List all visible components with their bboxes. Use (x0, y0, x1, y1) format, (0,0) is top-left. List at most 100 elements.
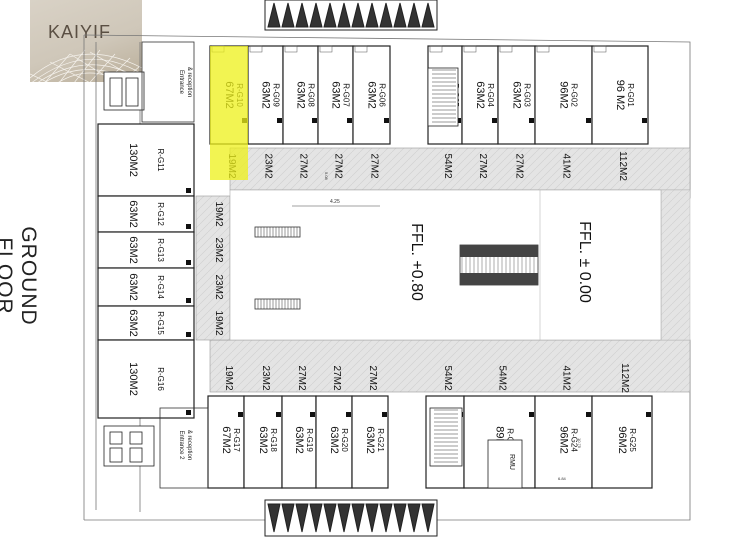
stair-tread (393, 2, 407, 28)
left-terrace-band (195, 195, 231, 341)
unit-code: R-G13 (156, 238, 165, 262)
unit-terrace-area: 54M2 (442, 365, 453, 390)
unit-code: R-G25 (628, 428, 637, 452)
stair-tread (407, 503, 421, 533)
bottom-terrace-band (209, 339, 691, 393)
unit-r-g15: R-G15 63M2 19M2 (97, 305, 224, 341)
unit-terrace-area: 19M2 (223, 365, 234, 390)
unit-area: 130M2 (127, 362, 139, 396)
unit-r-g11: R-G11 130M2 (97, 123, 195, 197)
unit-terrace-area: 112M2 (617, 151, 628, 181)
stair-core-top-mid (427, 67, 459, 127)
stair-tread (267, 503, 281, 533)
entrance-bottom-line2: & reception (186, 430, 192, 460)
unit-area: 63M2 (293, 426, 305, 454)
stair-tread (365, 503, 379, 533)
stair-tread (407, 2, 421, 28)
stair-tread (281, 2, 295, 28)
unit-area: 63M2 (366, 81, 378, 109)
unit-code: R-G07 (342, 83, 351, 107)
unit-r-g14: R-G14 63M2 23M2 (97, 267, 224, 307)
unit-area: 63M2 (474, 81, 486, 109)
unit-code: R-G20 (340, 428, 349, 452)
unit-code: R-G24 (570, 428, 579, 452)
stair-tread (393, 503, 407, 533)
stair-tread (267, 2, 281, 28)
unit-terrace-area: 27M2 (333, 153, 344, 178)
stair-tread (351, 503, 365, 533)
logo-text: KAIYIF (48, 22, 112, 42)
unit-terrace-area: 54M2 (442, 153, 453, 178)
unit-area: 67M2 (220, 426, 232, 454)
stair-tread (365, 2, 379, 28)
entrance-top: Entrance & reception (141, 41, 195, 123)
unit-terrace-area: 27M2 (331, 365, 342, 390)
stair-tread (295, 2, 309, 28)
stair-left-upper (254, 226, 301, 238)
unit-area: 63M2 (127, 309, 139, 337)
unit-code: R-G14 (156, 275, 165, 299)
unit-code: R-G06 (378, 83, 387, 107)
unit-terrace-area: 54M2 (497, 365, 508, 390)
unit-terrace-area: 27M2 (296, 365, 307, 390)
stair-tread (337, 2, 351, 28)
unit-code: R-G11 (156, 149, 165, 173)
level-upper: FFL. +0.80 (408, 223, 425, 301)
unit-area: 63M2 (260, 81, 272, 109)
unit-code: R-G02 (570, 83, 579, 107)
unit-area: 130M2 (127, 143, 139, 177)
unit-area: 96 M2 (614, 80, 626, 111)
unit-highlight (210, 46, 248, 180)
stair-left-lower (254, 298, 301, 310)
unit-terrace-area: 41M2 (561, 153, 572, 178)
stair-tread (323, 503, 337, 533)
stair-tread (323, 2, 337, 28)
bottom-units: R-G1767M219M2R-G1863M223M2R-G1963M227M2R… (207, 363, 653, 489)
escalator-center (459, 244, 539, 286)
stair-tread (281, 503, 295, 533)
unit-area: 63M2 (127, 236, 139, 264)
unit-terrace-area: 112M2 (619, 363, 630, 393)
unit-terrace-area: 19M2 (213, 310, 224, 335)
unit-terrace-area: 19M2 (213, 201, 224, 226)
unit-area: 96M2 (558, 426, 570, 454)
unit-terrace-area: 27M2 (367, 365, 378, 390)
unit-area: 63M2 (127, 273, 139, 301)
unit-terrace-area: 23M2 (213, 274, 224, 299)
unit-code: R-G21 (376, 428, 385, 452)
atrium (229, 189, 662, 341)
unit-code: R-G08 (307, 83, 316, 107)
top-terrace-band (229, 147, 691, 191)
stair-core-top-left (103, 71, 145, 111)
unit-terrace-area: 23M2 (260, 365, 271, 390)
unit-area: 63M2 (127, 200, 139, 228)
unit-code: R-G01 (626, 83, 635, 107)
stair-tread (379, 503, 393, 533)
unit-area: 63M2 (295, 81, 307, 109)
unit-area: 96M2 (616, 426, 628, 454)
unit-code: R-G15 (156, 311, 165, 335)
unit-code: R-G09 (272, 83, 281, 107)
dimension-small-c: 10.75 (577, 438, 582, 449)
dimension-small-a: 5.08 (324, 172, 329, 181)
rmu-label: RMU (508, 454, 515, 470)
unit-area: 96M2 (558, 81, 570, 109)
unit-terrace-area: 23M2 (263, 153, 274, 178)
unit-area: 63M2 (364, 426, 376, 454)
stair-tread (421, 503, 435, 533)
unit-code: R-G03 (523, 83, 532, 107)
